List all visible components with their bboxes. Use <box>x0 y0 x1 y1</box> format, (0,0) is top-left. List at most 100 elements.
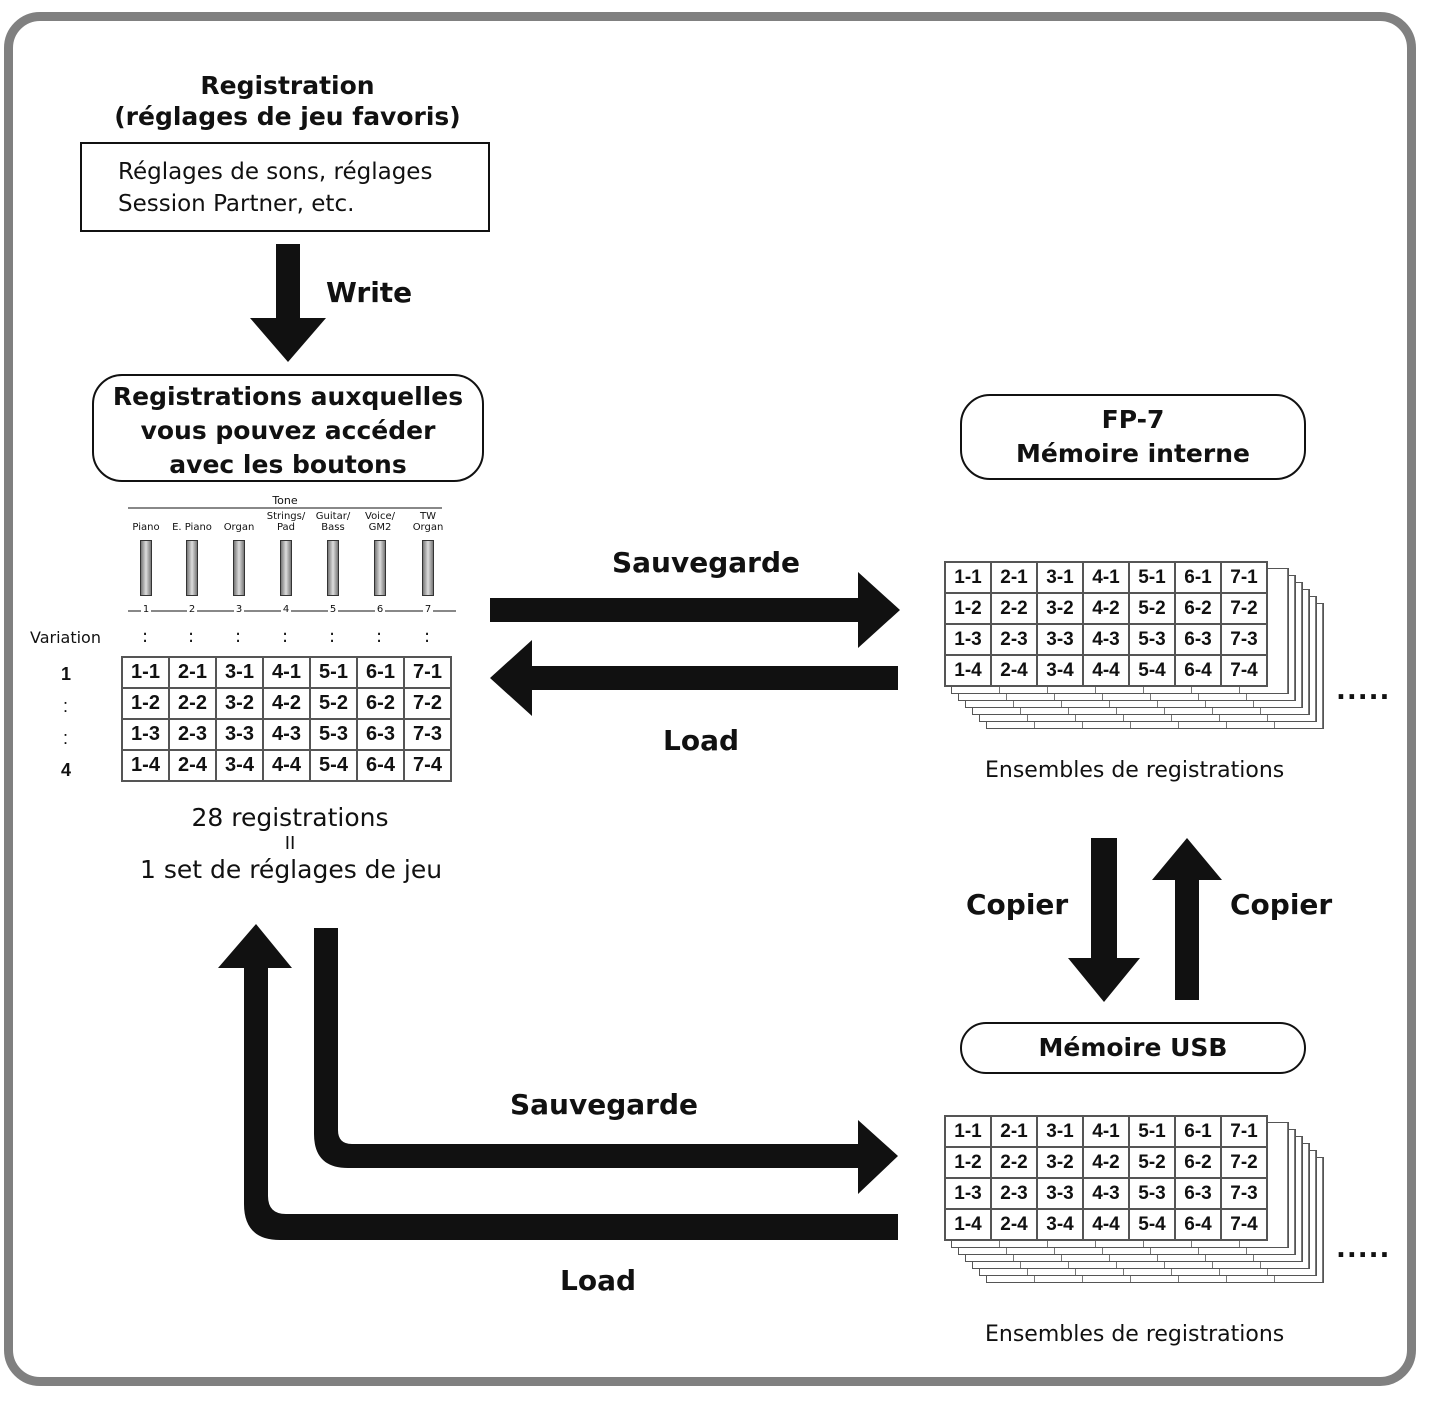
registration-cell: 6-4 <box>356 749 405 782</box>
copy-down-arrow <box>1068 838 1140 1002</box>
tone-button[interactable] <box>422 540 434 596</box>
tone-button[interactable] <box>327 540 339 596</box>
registration-cell: 1-2 <box>121 687 170 720</box>
tone-number: 5 <box>327 604 339 615</box>
usb-set-cell: 5-1 <box>1128 1115 1176 1148</box>
tone-label: Bass <box>321 522 345 533</box>
registration-cell: 2-3 <box>168 718 217 751</box>
usb-set-cell: 7-3 <box>1220 1177 1268 1210</box>
registration-cell: 1-1 <box>121 656 170 689</box>
tone-button[interactable] <box>280 540 292 596</box>
write-label: Write <box>326 276 413 309</box>
variation-row-4: 4 <box>61 760 72 780</box>
internal-set-cell: 4-1 <box>1082 561 1130 594</box>
usb-set-cell: 6-3 <box>1174 1177 1222 1210</box>
tone-number: 6 <box>374 604 386 615</box>
registration-settings-box: Réglages de sons, réglages Session Partn… <box>80 142 490 232</box>
tone-button[interactable] <box>233 540 245 596</box>
internal-set-cell: 6-4 <box>1174 654 1222 687</box>
internal-set-cell: 1-3 <box>944 623 992 656</box>
usb-set-cell: 1-4 <box>944 1208 992 1241</box>
usb-set-cell: 6-1 <box>1174 1115 1222 1148</box>
usb-sets-caption: Ensembles de registrations <box>985 1322 1285 1347</box>
internal-set-cell: 7-2 <box>1220 592 1268 625</box>
registration-cell: 7-4 <box>403 749 452 782</box>
registration-cell: 1-4 <box>121 749 170 782</box>
tone-variation-colon: : <box>188 626 195 647</box>
variation-row-1: 1 <box>61 664 72 684</box>
usb-set-cell: 5-2 <box>1128 1146 1176 1179</box>
tone-number: 7 <box>422 604 434 615</box>
tone-button[interactable] <box>140 540 152 596</box>
copy-up-arrow <box>1152 838 1222 1000</box>
registration-cell: 3-4 <box>215 749 264 782</box>
tone-variation-colon: : <box>235 626 242 647</box>
tone-label: Pad <box>276 522 296 533</box>
tone-label-top: TW <box>420 511 436 522</box>
registration-cell: 5-2 <box>309 687 358 720</box>
internal-set-cell: 3-2 <box>1036 592 1084 625</box>
usb-set-cell: 4-2 <box>1082 1146 1130 1179</box>
usb-set-cell: 2-4 <box>990 1208 1038 1241</box>
save-arrow-top <box>490 572 900 648</box>
registration-cell: 3-1 <box>215 656 264 689</box>
usb-set-cell: 2-1 <box>990 1115 1038 1148</box>
internal-set-cell: 7-1 <box>1220 561 1268 594</box>
tone-variation-colon: : <box>282 626 289 647</box>
registration-cell: 7-1 <box>403 656 452 689</box>
internal-set-cell: 1-4 <box>944 654 992 687</box>
internal-set-cell: 7-4 <box>1220 654 1268 687</box>
tone-number: 2 <box>186 604 198 615</box>
usb-set-cell: 5-4 <box>1128 1208 1176 1241</box>
tone-button[interactable] <box>186 540 198 596</box>
tone-label: Organ <box>412 522 444 533</box>
tone-variation-colon: : <box>329 626 336 647</box>
tone-label: GM2 <box>368 522 392 533</box>
usb-set-cell: 6-2 <box>1174 1146 1222 1179</box>
variation-row-2: : <box>63 696 69 716</box>
internal-set-cell: 1-2 <box>944 592 992 625</box>
usb-set-cell: 2-3 <box>990 1177 1038 1210</box>
summary-text: 28 registrations II 1 set de réglages de… <box>140 803 443 884</box>
registration-cell: 2-2 <box>168 687 217 720</box>
tone-label: E. Piano <box>172 522 212 533</box>
internal-set-cell: 6-3 <box>1174 623 1222 656</box>
internal-set-cell: 2-3 <box>990 623 1038 656</box>
registration-title: Registration (réglages de jeu favoris) <box>114 71 461 131</box>
tone-number: 4 <box>280 604 292 615</box>
copy-up-label: Copier <box>1230 888 1333 921</box>
registration-cell: 1-3 <box>121 718 170 751</box>
internal-set-cell: 4-3 <box>1082 623 1130 656</box>
internal-set-cell: 4-2 <box>1082 592 1130 625</box>
variation-label: Variation <box>30 628 101 647</box>
usb-set-cell: 1-3 <box>944 1177 992 1210</box>
registration-cell: 6-3 <box>356 718 405 751</box>
load-label-top: Load <box>663 724 740 757</box>
internal-set-cell: 2-1 <box>990 561 1038 594</box>
usb-set-cell: 4-4 <box>1082 1208 1130 1241</box>
tone-number: 1 <box>140 604 152 615</box>
registration-cell: 3-2 <box>215 687 264 720</box>
load-arrow-top <box>490 640 898 716</box>
load-label-bottom: Load <box>560 1264 637 1297</box>
internal-set-cell: 5-3 <box>1128 623 1176 656</box>
usb-set-cell: 3-2 <box>1036 1146 1084 1179</box>
tone-label: Piano <box>132 522 160 533</box>
tone-button[interactable] <box>374 540 386 596</box>
save-arrow-bottom <box>314 928 898 1194</box>
registration-cell: 4-4 <box>262 749 311 782</box>
usb-set-cell: 4-1 <box>1082 1115 1130 1148</box>
internal-ellipsis: ..... <box>1336 676 1391 706</box>
internal-set-cell: 6-2 <box>1174 592 1222 625</box>
usb-set-cell: 1-1 <box>944 1115 992 1148</box>
tone-label-top: Voice/ <box>365 511 395 522</box>
internal-set-cell: 7-3 <box>1220 623 1268 656</box>
usb-set-cell: 7-2 <box>1220 1146 1268 1179</box>
